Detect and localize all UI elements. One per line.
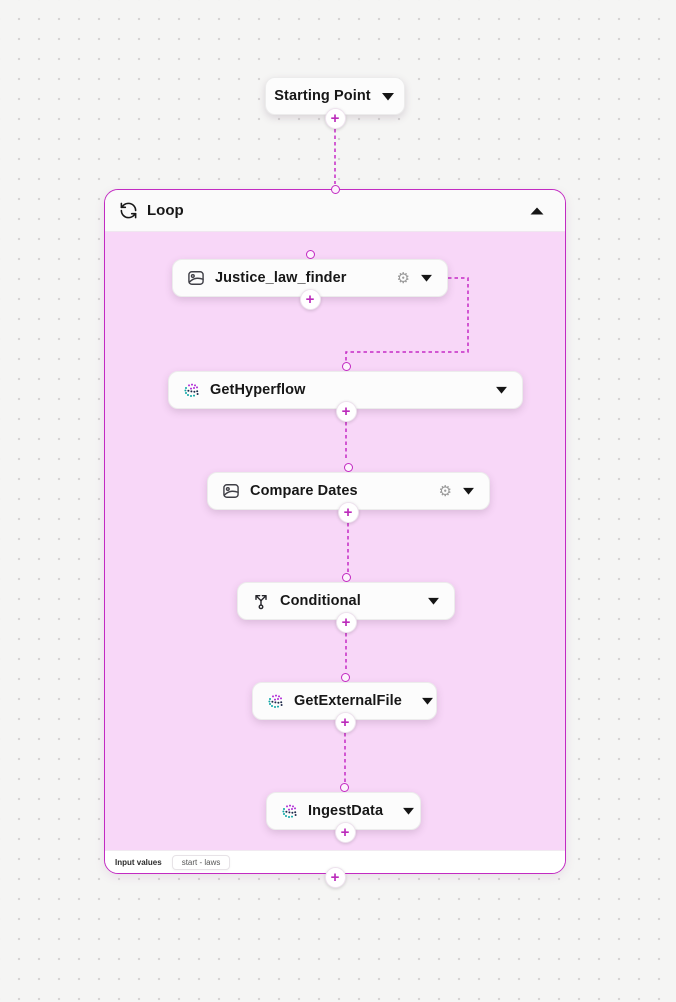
add-step-button[interactable]: + bbox=[334, 712, 356, 733]
chevron-down-icon[interactable] bbox=[380, 91, 396, 102]
loop-header[interactable]: Loop bbox=[105, 190, 565, 232]
loop-container[interactable]: Loop Input values start - laws bbox=[104, 189, 566, 874]
loop-footer: Input values start - laws bbox=[105, 850, 565, 873]
chevron-down-icon[interactable] bbox=[420, 696, 435, 706]
repeat-icon bbox=[119, 201, 138, 220]
connection-handle[interactable] bbox=[343, 462, 353, 472]
gear-icon[interactable]: ⚙ bbox=[438, 481, 452, 500]
connection-handle[interactable] bbox=[330, 184, 340, 194]
starting-point-node[interactable]: Starting Point bbox=[265, 77, 405, 115]
starting-point-label: Starting Point bbox=[274, 88, 371, 104]
chevron-down-icon[interactable] bbox=[419, 273, 434, 283]
input-values-chip[interactable]: start - laws bbox=[171, 854, 231, 870]
add-step-button[interactable]: + bbox=[324, 866, 346, 888]
connection-handle[interactable] bbox=[341, 361, 351, 371]
sphere-icon bbox=[280, 802, 299, 821]
gear-icon[interactable]: ⚙ bbox=[396, 268, 410, 287]
loop-body bbox=[105, 232, 565, 850]
node-label: GetHyperflow bbox=[210, 382, 306, 398]
connection-handle[interactable] bbox=[340, 672, 350, 682]
add-step-button[interactable]: + bbox=[335, 401, 357, 422]
add-step-button[interactable]: + bbox=[335, 612, 357, 633]
add-step-button[interactable]: + bbox=[299, 289, 321, 310]
sphere-icon bbox=[266, 692, 285, 711]
node-label: Justice_law_finder bbox=[215, 270, 347, 286]
chevron-down-icon[interactable] bbox=[494, 385, 509, 395]
node-label: Conditional bbox=[280, 593, 361, 609]
chevron-down-icon[interactable] bbox=[426, 596, 441, 606]
add-step-button[interactable]: + bbox=[334, 822, 356, 843]
loop-title: Loop bbox=[147, 202, 184, 219]
node-label: IngestData bbox=[308, 803, 384, 819]
connection-handle[interactable] bbox=[339, 782, 349, 792]
node-label: GetExternalFile bbox=[294, 693, 402, 709]
chevron-up-icon[interactable] bbox=[529, 206, 545, 216]
sphere-icon bbox=[182, 381, 201, 400]
node-conditional[interactable]: Conditional bbox=[237, 582, 455, 620]
chevron-down-icon[interactable] bbox=[401, 806, 416, 816]
image-component-icon bbox=[186, 268, 206, 288]
add-step-button[interactable]: + bbox=[324, 108, 346, 129]
branch-icon bbox=[251, 591, 271, 611]
chevron-down-icon[interactable] bbox=[461, 486, 476, 496]
image-component-icon bbox=[221, 481, 241, 501]
connection-handle[interactable] bbox=[305, 249, 315, 259]
node-label: Compare Dates bbox=[250, 483, 358, 499]
input-values-label: Input values bbox=[115, 857, 162, 867]
connection-handle[interactable] bbox=[341, 572, 351, 582]
add-step-button[interactable]: + bbox=[337, 502, 359, 523]
